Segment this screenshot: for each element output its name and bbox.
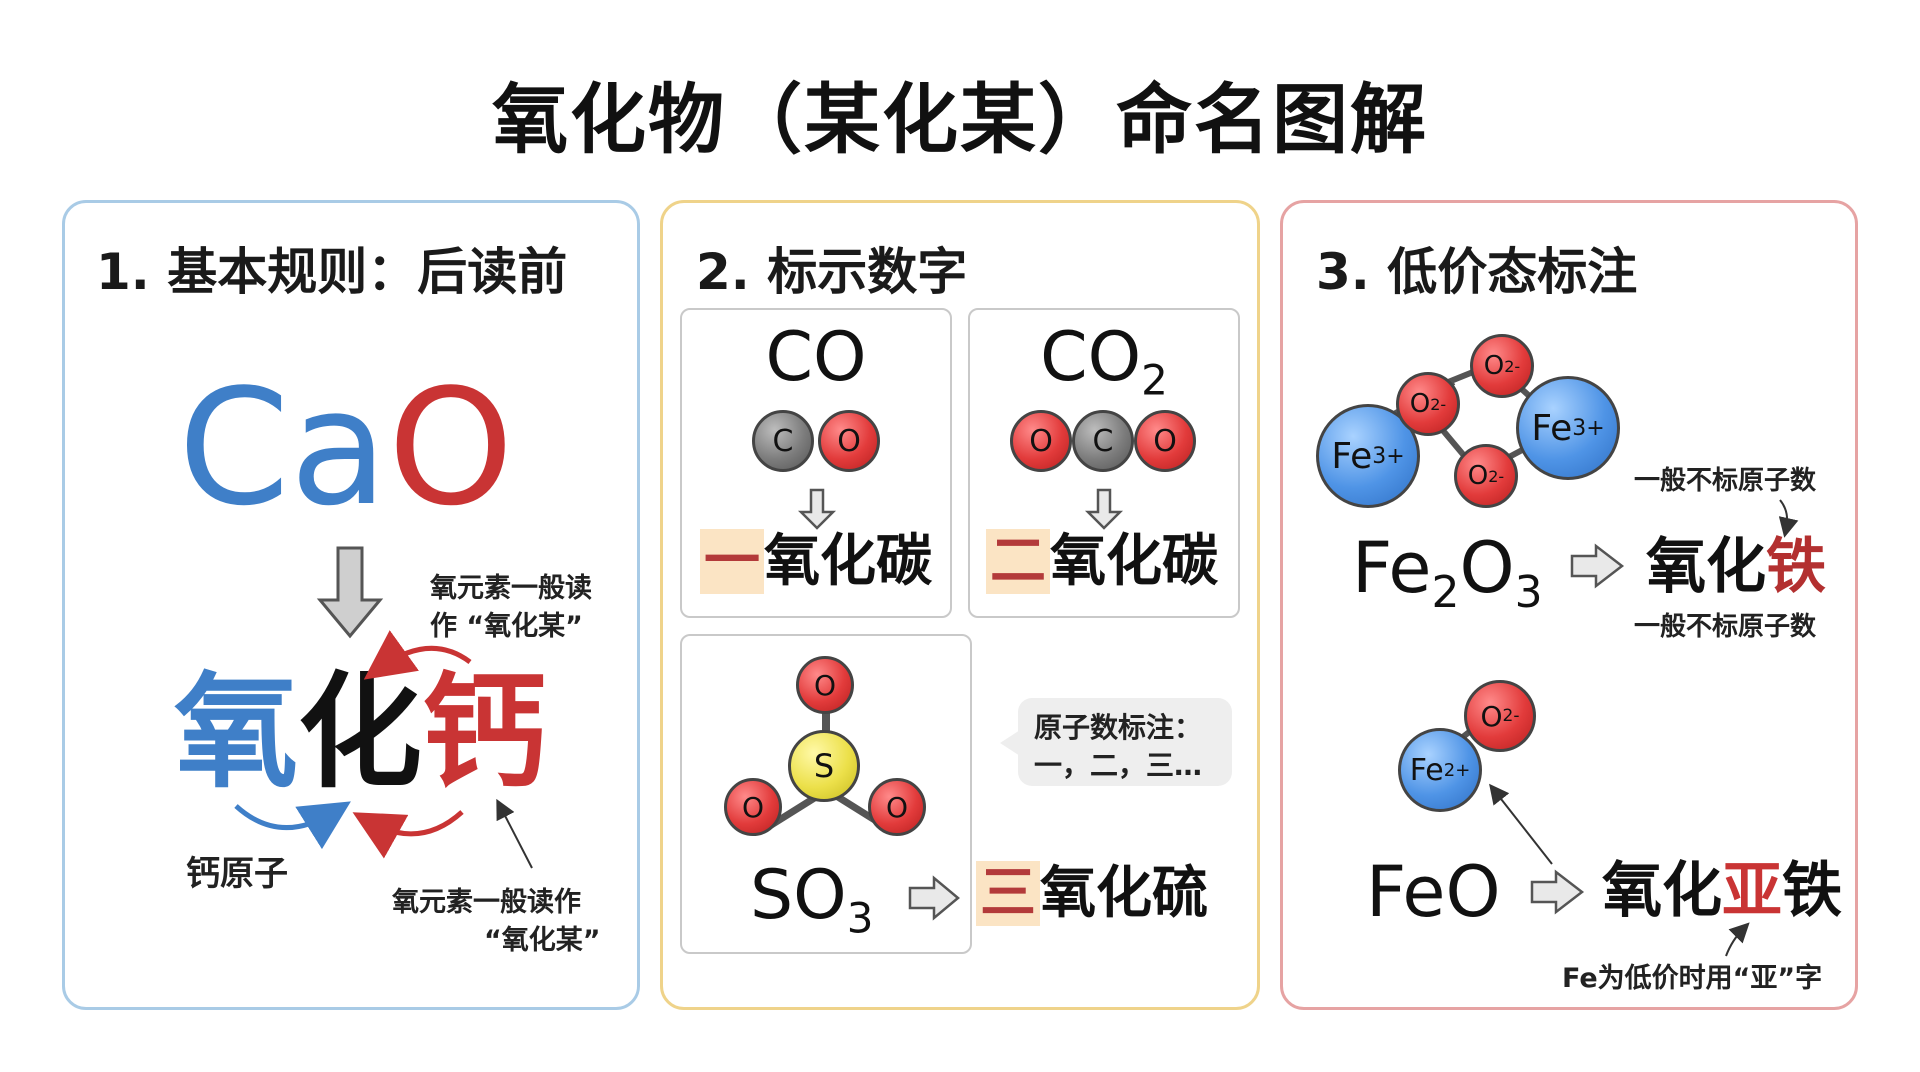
cao-ca: Ca — [178, 354, 388, 541]
count-bubble — [1018, 698, 1232, 786]
fe2o3-formula-o: O — [1459, 527, 1515, 609]
co2-atom-c: C — [1072, 410, 1134, 472]
feo-formula: FeO — [1366, 851, 1501, 933]
panel-numbering — [660, 200, 1260, 1010]
page-title: 氧化物（某化某）命名图解 — [492, 75, 1428, 164]
so3-atom-o-top: O — [796, 656, 854, 714]
note-calcium-atom: 钙原子 — [186, 854, 288, 894]
feo-name-metal: 铁 — [1782, 856, 1842, 926]
so3-formula-main: SO — [750, 856, 847, 935]
co-name-rest: 氧化碳 — [764, 529, 932, 594]
fe2o3-formula: Fe2O3 — [1352, 528, 1543, 633]
count-bubble-line2: 一，二，三… — [1034, 749, 1203, 782]
cao-name-gai: 钙 — [422, 661, 547, 805]
fe2o3-name: 氧化铁 — [1646, 532, 1826, 602]
co-prefix: 一 — [700, 529, 764, 594]
fe2o3-name-main: 氧化 — [1646, 532, 1766, 602]
cao-formula: CaO — [178, 368, 514, 528]
ion-o1-charge: 2- — [1430, 394, 1447, 414]
feo-name-ya: 亚 — [1722, 856, 1782, 926]
so3-atom-o-right: O — [868, 778, 926, 836]
co2-formula-main: CO — [1040, 318, 1142, 397]
so3-formula-sub: 3 — [846, 893, 874, 943]
ion-fe-left-symbol: Fe — [1331, 435, 1373, 477]
ion-o1-symbol: O — [1409, 389, 1431, 419]
so3-atom-s: S — [788, 730, 860, 802]
count-bubble-line1: 原子数标注： — [1034, 711, 1203, 744]
co-name: 一氧化碳 — [700, 529, 932, 594]
so3-formula: SO3 — [750, 858, 873, 957]
ion-o3-symbol: O — [1467, 461, 1489, 491]
panel-low-valence-heading: 3. 低价态标注 — [1316, 243, 1638, 301]
note-top-line1: 氧元素一般读 — [430, 573, 592, 604]
fe2o3-note-top: 一般不标原子数 — [1634, 466, 1817, 496]
co2-atom-o-right: O — [1134, 410, 1196, 472]
so3-name: 三氧化硫 — [976, 861, 1208, 926]
ion-fe-left-charge: 3+ — [1372, 443, 1405, 469]
feo-ion-fe-charge: 2+ — [1443, 759, 1471, 781]
so3-name-rest: 氧化硫 — [1040, 861, 1208, 926]
so3-prefix: 三 — [976, 861, 1040, 926]
note-bottom-line1: 氧元素一般读作 — [392, 887, 581, 918]
cao-o: O — [387, 354, 514, 541]
note-top-line2: 作 “氧化某” — [430, 611, 583, 642]
cao-name-hua: 化 — [298, 661, 423, 805]
panel-basic-rule-heading: 1. 基本规则：后读前 — [96, 243, 568, 301]
feo-ion-o-charge: 2- — [1502, 706, 1520, 726]
co2-prefix: 二 — [986, 529, 1050, 594]
fe2o3-sub-2: 2 — [1431, 567, 1460, 618]
co2-formula: CO2 — [968, 320, 1240, 419]
ion-fe-right-charge: 3+ — [1572, 415, 1605, 441]
feo-name-main: 氧化 — [1602, 856, 1722, 926]
ion-o2-symbol: O — [1483, 351, 1505, 381]
cao-name-yang: 氧 — [174, 661, 299, 805]
feo-ion-fe-symbol: Fe — [1409, 752, 1444, 788]
ion-o2-charge: 2- — [1504, 356, 1521, 376]
ion-fe-right-symbol: Fe — [1531, 407, 1573, 449]
fe2o3-note-bottom: 一般不标原子数 — [1634, 612, 1817, 642]
co-atom-o: O — [818, 410, 880, 472]
feo-ion-o-symbol: O — [1480, 699, 1503, 733]
fe2o3-formula-fe: Fe — [1352, 527, 1432, 609]
co-formula: CO — [765, 318, 867, 397]
panel-low-valence — [1280, 200, 1858, 1010]
ion-o3-charge: 2- — [1488, 466, 1505, 486]
cao-name: 氧化钙 — [174, 668, 546, 798]
fe2o3-sub-3: 3 — [1514, 567, 1543, 618]
feo-note: Fe为低价时用“亚”字 — [1562, 963, 1823, 994]
co2-name-rest: 氧化碳 — [1050, 529, 1218, 594]
feo-name: 氧化亚铁 — [1602, 856, 1842, 926]
note-bottom-line2: “氧化某” — [484, 925, 601, 956]
co2-name: 二氧化碳 — [986, 529, 1218, 594]
so3-atom-o-left: O — [724, 778, 782, 836]
co2-formula-sub: 2 — [1141, 355, 1168, 405]
count-bubble-tail — [1000, 730, 1020, 756]
co-atom-c: C — [752, 410, 814, 472]
panel-basic-rule — [62, 200, 640, 1010]
panel-numbering-heading: 2. 标示数字 — [696, 243, 968, 301]
fe2o3-name-metal: 铁 — [1766, 532, 1826, 602]
co2-atom-o-left: O — [1010, 410, 1072, 472]
